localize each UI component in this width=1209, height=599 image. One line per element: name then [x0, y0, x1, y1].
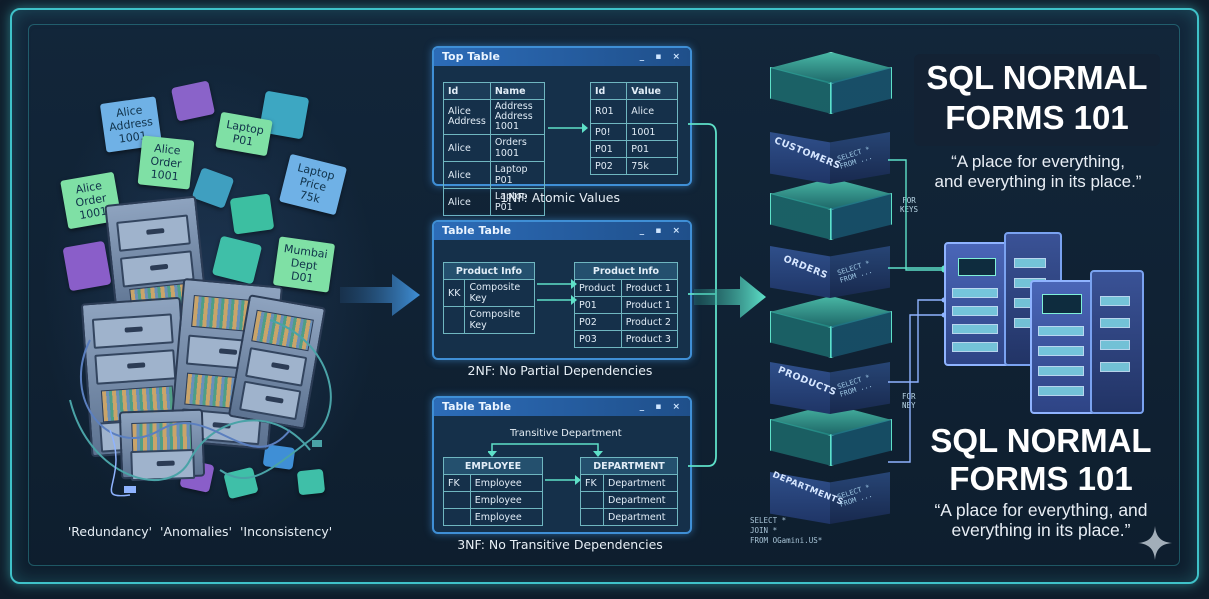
table-title: EMPLOYEE: [443, 457, 543, 475]
table-row: Employee: [443, 508, 544, 526]
chaos-caption: 'Redundancy' 'Anomalies' 'Inconsistency': [67, 524, 333, 539]
panel-2nf-title: Table Table: [442, 224, 512, 237]
quote-bottom: “A place for everything, and everything …: [934, 500, 1148, 540]
table-row: P0!1001: [589, 123, 678, 141]
panel-2nf-header: Table Table _ ▪ ×: [434, 222, 690, 240]
column-header: Name: [489, 82, 546, 100]
note-alice-order: Alice Order 1001: [137, 135, 195, 190]
column-header: Value: [626, 82, 678, 100]
window-controls-icon[interactable]: _ ▪ ×: [639, 52, 684, 62]
sparkle-icon: [1138, 526, 1172, 560]
page-title-bottom: SQL NORMAL FORMS 101: [930, 422, 1152, 497]
window-controls-icon[interactable]: _ ▪ ×: [639, 226, 684, 236]
arrow-right-icon: [694, 276, 766, 318]
table-row: Department: [579, 508, 678, 526]
arrow-icon: [537, 279, 577, 305]
panel-3nf-header: Table Table _ ▪ ×: [434, 398, 690, 416]
sql-snippet: SELECT * JOIN * FROM OGamini.US*: [750, 516, 823, 545]
transitive-label: Transitive Department: [510, 428, 622, 439]
label-2nf: 2NF: No Partial Dependencies: [467, 363, 653, 378]
table-title: Product Info: [443, 262, 535, 280]
db-table-departments[interactable]: [770, 462, 890, 524]
table-title: DEPARTMENT: [580, 457, 678, 475]
inner-frame: [28, 24, 1180, 566]
page-title-top: SQL NORMAL FORMS 101: [926, 59, 1148, 136]
table-row: Employee: [443, 491, 544, 509]
label-3nf: 3NF: No Transitive Dependencies: [457, 537, 663, 552]
panel-1nf-title: Top Table: [442, 50, 500, 63]
arrow-icon: [548, 123, 588, 133]
foreign-key-label: FOR NEY: [902, 392, 916, 410]
arrow-right-icon: [340, 274, 420, 316]
transitive-arrow-icon: [488, 443, 603, 457]
title-backdrop: [914, 54, 1160, 146]
table-title: Product Info: [574, 262, 678, 280]
column-header: Id: [589, 82, 628, 100]
panel-3nf-title: Table Table: [442, 400, 512, 413]
glass-cube: [770, 296, 892, 358]
db-table-orders[interactable]: [770, 236, 890, 298]
db-table-customers[interactable]: [770, 122, 890, 184]
db-table-products[interactable]: [770, 352, 890, 414]
arrow-icon: [545, 475, 581, 485]
label-1nf: 1NF: Atomic Values: [500, 190, 620, 205]
panel-1nf-header: Top Table _ ▪ ×: [434, 48, 690, 66]
table-row: Department: [579, 491, 678, 509]
table-row: Composite Key: [442, 306, 535, 334]
quote-top: “A place for everything, and everything …: [934, 152, 1142, 191]
foreign-key-label: FOR KEYS: [900, 196, 919, 214]
tangled-cables: [69, 319, 332, 497]
glass-cube: [770, 178, 892, 240]
column-header: Id: [443, 82, 491, 100]
glass-cube: [770, 52, 892, 114]
puzzle-piece: [229, 193, 275, 235]
window-controls-icon[interactable]: _ ▪ ×: [639, 402, 684, 412]
